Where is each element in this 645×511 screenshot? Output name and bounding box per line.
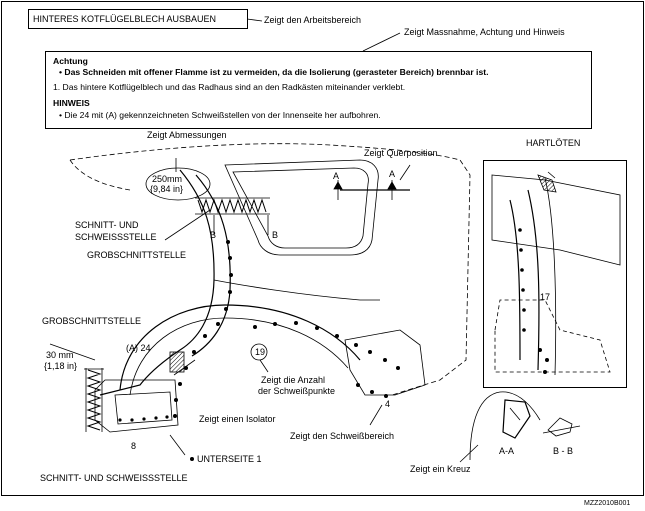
leader-schweissbereich [369, 404, 383, 426]
dimension-top-in: {9,84 in} [150, 184, 184, 194]
isolator-hatch [169, 351, 185, 373]
callout-anzahl-1: Zeigt die Anzahl [261, 375, 326, 385]
section-bb-drawing [542, 417, 581, 437]
caution-line-1: 1. Das hintere Kotflügelblech und das Ra… [53, 82, 406, 92]
rear-window [224, 159, 379, 256]
rear-lower-panel [344, 329, 426, 396]
page-title: HINTERES KOTFLÜGELBLECH AUSBAUEN [33, 14, 217, 24]
weld-count-circle [250, 343, 268, 361]
callout-abmessungen: Zeigt Abmessungen [147, 130, 227, 140]
callout-schnitt-2: SCHWEISSSTELLE [75, 232, 157, 242]
hint-bullet: • Die 24 mit (A) gekennzeichneten Schwei… [59, 110, 381, 120]
dimension-left-in: {1,18 in} [44, 361, 78, 371]
leader-arbeitsbereich [246, 18, 263, 22]
section-label-a-left: A [333, 171, 340, 181]
callout-arbeitsbereich: Zeigt den Arbeitsbereich [264, 15, 362, 25]
leader-querposition [399, 164, 411, 181]
section-aa-drawing [469, 391, 541, 461]
dimension-top-mm: 250mm [152, 174, 183, 184]
callout-grobschnitt-top: GROBSCHNITTSTELLE [87, 250, 187, 260]
weld-dots [118, 240, 400, 422]
leader-grobschnitt-top [164, 209, 211, 241]
callout-schnitt-1: SCHNITT- UND [75, 220, 139, 230]
callout-massnahme: Zeigt Massnahme, Achtung und Hinweis [404, 27, 565, 37]
caution-box: Achtung • Das Schneiden mit offener Flam… [45, 51, 592, 129]
callout-grobschnitt-left: GROBSCHNITTSTELLE [42, 316, 142, 326]
callout-unterseite: UNTERSEITE 1 [197, 454, 262, 464]
brazing-inset-drawing [491, 171, 621, 376]
callout-hartloeten: HARTLÖTEN [526, 138, 581, 148]
callout-kreuz: Zeigt ein Kreuz [410, 464, 471, 474]
leader-unterseite [169, 434, 186, 456]
leader-massnahme [362, 32, 401, 52]
section-label-a-right: A [389, 169, 396, 179]
callout-querposition: Zeigt Querposition [364, 148, 438, 158]
dimension-left-mm: 30 mm [46, 350, 74, 360]
figure-code: MZZ2010B001 [584, 500, 631, 507]
section-label-b-left: B [210, 230, 217, 240]
cut-zigzag-left [86, 369, 102, 431]
callout-schnitt-bottom: SCHNITT- UND SCHWEISSSTELLE [40, 473, 188, 483]
section-bb-label: B - B [553, 446, 574, 456]
caution-heading: Achtung [53, 56, 88, 66]
callout-schweissbereich: Zeigt den Schweißbereich [290, 431, 395, 441]
label-17: 17 [540, 292, 551, 302]
body-outline [69, 143, 471, 396]
quarter-panel-edge [99, 169, 215, 396]
leader-kreuz [459, 444, 479, 463]
label-4: 4 [385, 399, 391, 409]
callout-anzahl-2: der Schweißpunkte [258, 386, 336, 396]
lower-panel [94, 379, 179, 433]
leader-grobschnitt-left [49, 343, 96, 361]
label-8: 8 [131, 441, 137, 451]
section-aa-label: A-A [499, 446, 515, 456]
caution-bullet: • Das Schneiden mit offener Flamme ist z… [59, 67, 489, 77]
weld-count-19: 19 [255, 347, 266, 357]
title-box: HINTERES KOTFLÜGELBLECH AUSBAUEN [28, 9, 248, 29]
dimension-ellipse [145, 167, 211, 201]
wheel-arch [119, 304, 361, 391]
callout-a24: (A) 24 [126, 343, 151, 353]
callout-isolator: Zeigt einen Isolator [199, 414, 276, 424]
leader-isolator [173, 359, 196, 376]
section-label-b-right: B [272, 230, 279, 240]
page-frame [1, 1, 644, 496]
hint-heading: HINWEIS [53, 98, 90, 108]
cut-zigzag-top [197, 198, 267, 214]
